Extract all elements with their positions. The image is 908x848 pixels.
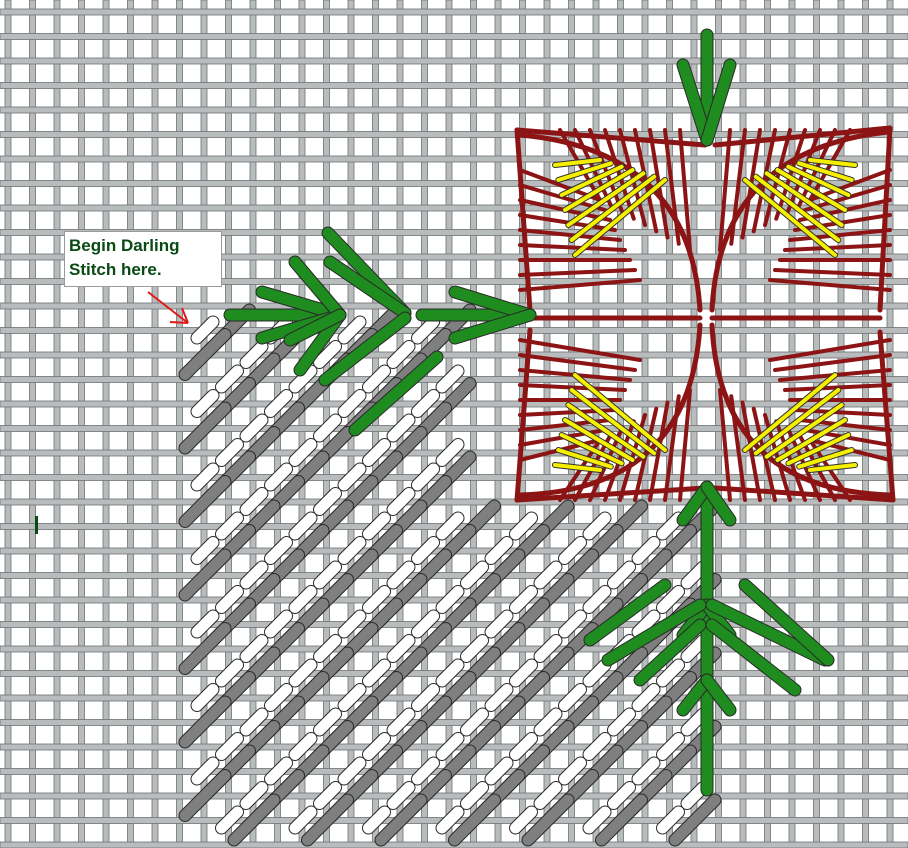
canvas-thread-horizontal	[0, 34, 908, 40]
canvas-thread-horizontal	[0, 156, 908, 162]
canvas-thread-horizontal	[0, 646, 908, 652]
canvas-thread-horizontal	[0, 720, 908, 726]
canvas-thread-horizontal	[0, 352, 908, 358]
canvas-thread-horizontal	[0, 573, 908, 579]
canvas-thread-horizontal	[0, 107, 908, 113]
callout-line-1: Begin Darling	[69, 234, 217, 258]
canvas-thread-horizontal	[0, 303, 908, 309]
begin-stitch-callout: Begin Darling Stitch here.	[64, 231, 222, 287]
canvas-thread-horizontal	[0, 499, 908, 505]
canvas-thread-horizontal	[0, 9, 908, 15]
text-cursor-icon	[35, 516, 38, 534]
canvas-thread-horizontal	[0, 793, 908, 799]
callout-line-2: Stitch here.	[69, 258, 217, 282]
canvas-thread-horizontal	[0, 83, 908, 89]
canvas-thread-horizontal	[0, 58, 908, 64]
